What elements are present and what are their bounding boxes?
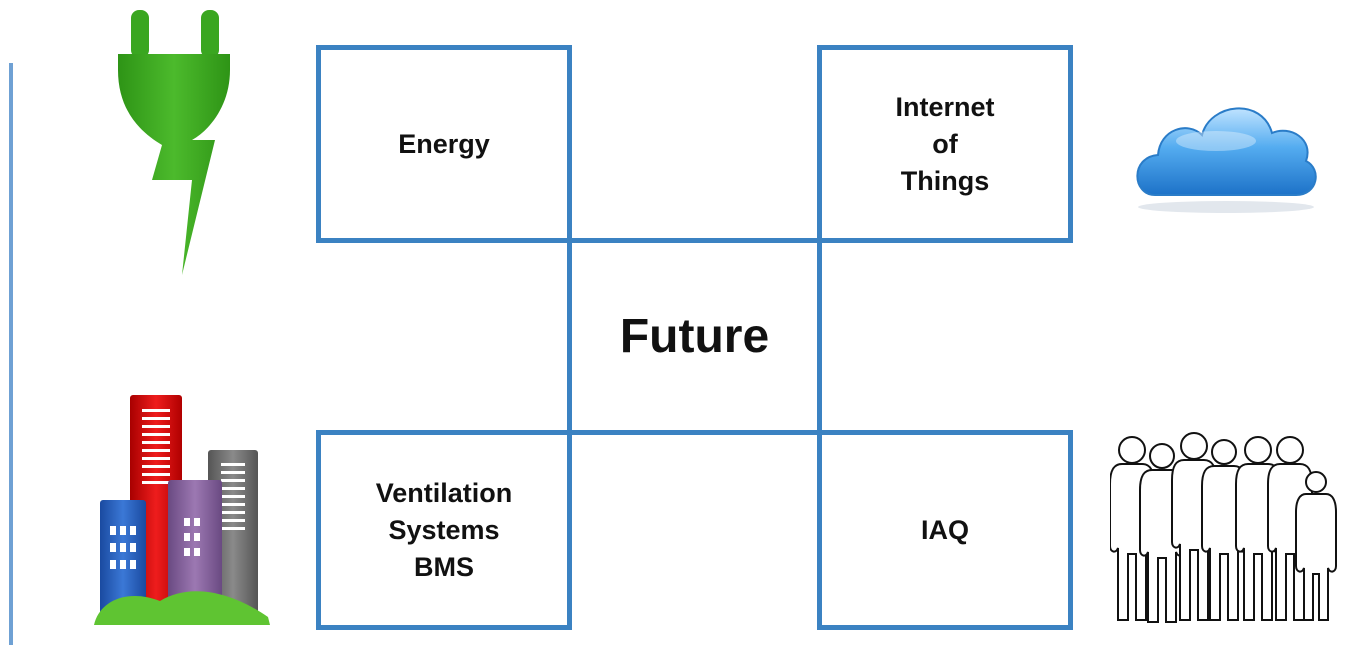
future-box: Future	[567, 238, 822, 435]
iot-label-line-1: Internet	[895, 91, 995, 122]
iaq-label: IAQ	[920, 514, 969, 545]
ventilation-label-line-3: BMS	[414, 551, 474, 582]
ventilation-systems-box: Ventilation Systems BMS	[316, 430, 572, 630]
power-plug-icon	[118, 10, 230, 275]
energy-label: Energy	[398, 128, 490, 159]
buildings-icon	[94, 395, 270, 625]
ventilation-label-line-1: Ventilation	[375, 477, 513, 508]
people-icon	[1110, 432, 1337, 623]
iot-label-line-2: of	[932, 128, 958, 159]
energy-box: Energy	[316, 45, 572, 243]
ventilation-label-line-2: Systems	[388, 514, 500, 545]
iot-label-line-3: Things	[900, 165, 990, 196]
cloud-icon	[1136, 107, 1317, 213]
internet-of-things-box: Internet of Things	[817, 45, 1073, 243]
future-label: Future	[619, 310, 770, 363]
left-accent-line	[9, 63, 13, 645]
iaq-box: IAQ	[817, 430, 1073, 630]
